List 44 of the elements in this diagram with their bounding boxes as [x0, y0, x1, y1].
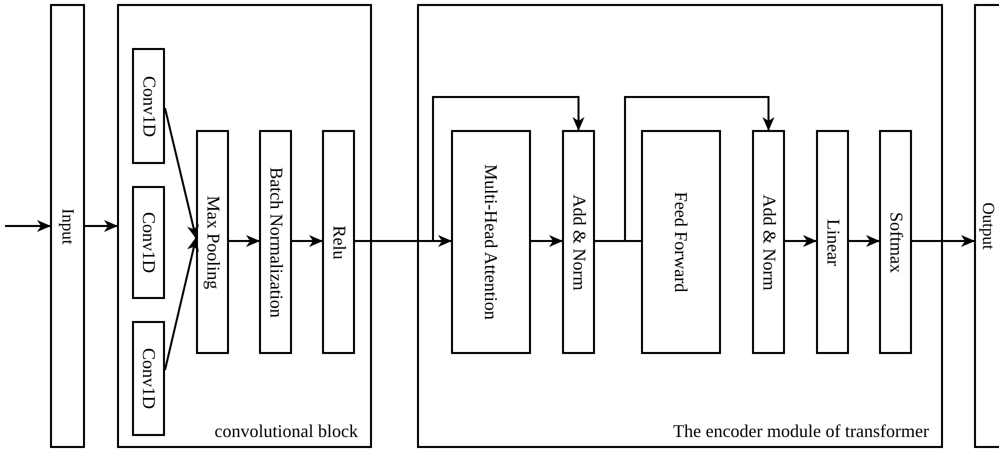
- arrow: [785, 235, 817, 247]
- process-box: [196, 130, 229, 354]
- box-label: Feed Forward: [670, 190, 692, 294]
- arrow: [595, 96, 774, 242]
- process-box: [562, 130, 595, 354]
- arrow: [164, 237, 199, 370]
- box-label: Add & Norm: [568, 193, 590, 292]
- container-title: The encoder module of transformer: [673, 421, 929, 442]
- box-label: Conv1D: [138, 210, 160, 275]
- box-label: Conv1D: [138, 346, 160, 411]
- arrow: [912, 235, 975, 247]
- arrow: [164, 108, 199, 239]
- arrow: [355, 96, 584, 242]
- box-label: Relu: [328, 224, 350, 262]
- box-label: Output: [978, 201, 999, 252]
- arrow: [85, 220, 118, 232]
- box-label: Add & Norm: [758, 193, 780, 292]
- process-box: [50, 4, 85, 448]
- arrow: [229, 235, 260, 247]
- box-label: Conv1D: [138, 74, 160, 138]
- process-box: [451, 130, 531, 354]
- process-box: [752, 130, 785, 354]
- process-box: [816, 130, 849, 354]
- process-box: [879, 130, 912, 354]
- process-box: [322, 130, 355, 354]
- arrow: [292, 235, 323, 247]
- arrow: [5, 220, 51, 232]
- box-label: Max Pooling: [202, 194, 224, 291]
- box-label: Batch Normalization: [265, 166, 287, 320]
- arrow: [849, 235, 880, 247]
- process-box: [132, 321, 165, 436]
- box-label: Linear: [822, 218, 844, 268]
- process-box: [132, 48, 165, 164]
- process-box: [259, 130, 292, 354]
- arrow: [531, 235, 563, 247]
- process-box: [974, 4, 999, 448]
- module-container: [117, 4, 372, 448]
- box-label: Input: [57, 207, 78, 246]
- process-box: [132, 186, 165, 299]
- box-label: Softmax: [885, 210, 907, 275]
- container-title: convolutional block: [214, 421, 358, 442]
- box-label: Multi-Head Attention: [480, 163, 502, 322]
- module-container: [417, 4, 943, 448]
- process-box: [641, 130, 721, 354]
